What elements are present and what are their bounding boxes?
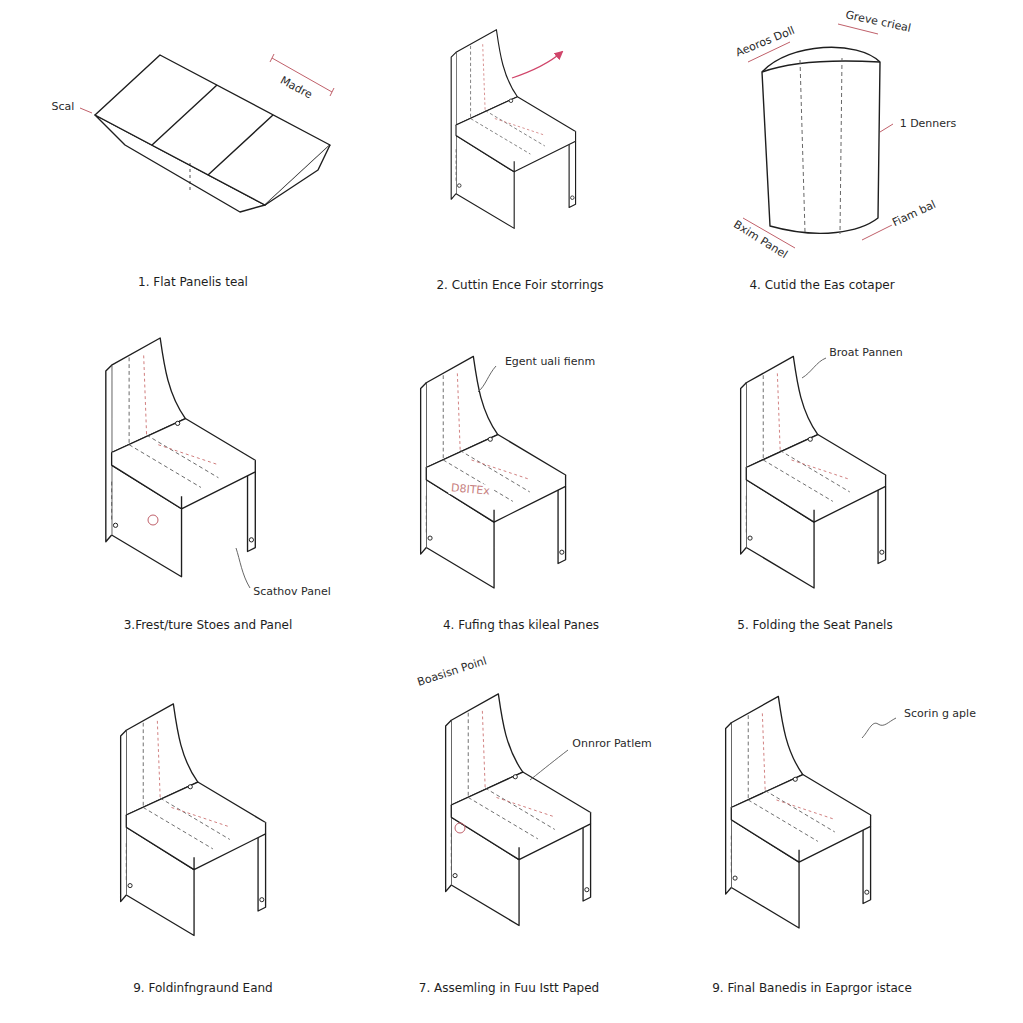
curved-panel	[762, 47, 880, 233]
fold-line	[800, 58, 842, 234]
part-label: Scal	[50, 100, 77, 113]
step-caption: 1. Flat Panelis teal	[136, 275, 250, 289]
step-caption: 9. Final Banedis in Eaprgor istace	[710, 981, 914, 995]
chair-drawing	[121, 704, 266, 936]
step-caption: 5. Folding the Seat Panels	[735, 618, 894, 632]
symbol-circle	[148, 515, 158, 525]
leader-line	[236, 548, 250, 588]
flat-panel	[265, 145, 330, 205]
dimension-line	[743, 24, 898, 248]
dimension-label: Greve crieal	[842, 8, 914, 36]
dimension-line	[80, 108, 92, 113]
chair-drawing	[726, 696, 871, 928]
curved-panel	[762, 47, 880, 233]
chair-drawing	[446, 694, 591, 926]
dimension-line	[743, 24, 898, 248]
part-label: Scathov Panel	[251, 585, 332, 598]
step-caption: 4. Fufing thas kileal Panes	[441, 618, 601, 632]
part-label: Scorin g aple	[902, 707, 978, 720]
chair-drawing	[451, 30, 575, 229]
part-label: Broat Pannen	[827, 346, 905, 359]
leader-line	[478, 366, 496, 392]
dimension-label: Fiam bal	[888, 197, 939, 230]
curved-panel	[762, 61, 880, 72]
leader-line	[530, 750, 568, 780]
part-label: 1 Denners	[898, 117, 959, 130]
dimension-label: Boasisn Poinl	[414, 654, 490, 690]
fold-arrow	[512, 52, 562, 78]
dimension-line	[80, 54, 334, 113]
flat-panel	[95, 55, 330, 205]
part-label: Onnror Patlem	[570, 737, 653, 750]
flat-panel	[152, 85, 273, 175]
chair-drawing	[741, 356, 886, 588]
fold-line	[190, 160, 191, 190]
step-caption: 3.Frest/ture Stoes and Panel	[122, 618, 295, 632]
part-label: Egent uali fienm	[503, 355, 597, 368]
dimension-label: Madre	[276, 73, 316, 103]
step-caption: 2. Cuttin Ence Foir storrings	[434, 278, 605, 292]
leader-line	[862, 718, 896, 738]
chair-drawing	[106, 338, 255, 577]
flat-panel	[95, 55, 330, 212]
chair-drawing	[421, 356, 566, 588]
symbol-circle	[455, 823, 465, 833]
step-caption: 4. Cutid the Eas cotaper	[747, 278, 896, 292]
leader-line	[802, 358, 826, 378]
fold-line	[190, 160, 191, 190]
fold-line	[800, 58, 842, 234]
step-caption: 7. Assemling in Fuu Istt Paped	[417, 981, 601, 995]
step-caption: 9. Foldinfngraund Eand	[131, 981, 275, 995]
